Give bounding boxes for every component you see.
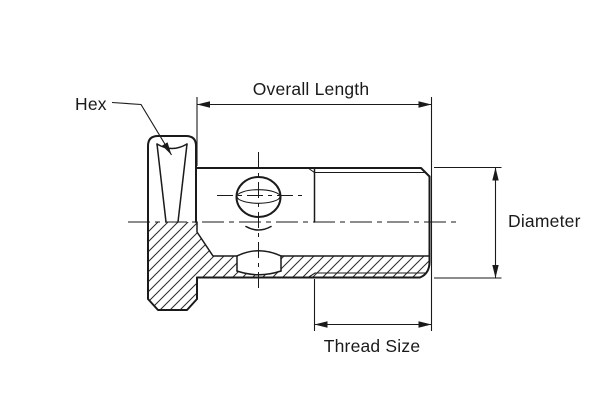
overall-length-label: Overall Length — [253, 79, 370, 99]
dim-overall-length: Overall Length — [196, 79, 433, 331]
hex-leader-line — [111, 101, 172, 156]
hex-callout: Hex — [75, 94, 172, 156]
hex-head-outline — [147, 135, 197, 223]
hex-head — [147, 135, 197, 223]
section-outline — [147, 221, 431, 311]
bore-cone — [196, 221, 238, 257]
head-section-outline — [147, 221, 198, 311]
hex-label: Hex — [75, 94, 107, 114]
thread-minor-line-bottom — [307, 272, 428, 279]
cross-hole-lower-arc — [245, 225, 272, 231]
bolt-shank — [195, 167, 431, 263]
dim-thread-size: Thread Size — [313, 279, 432, 356]
diameter-label: Diameter — [508, 211, 581, 231]
centerlines — [128, 152, 461, 292]
dim-diameter: Diameter — [434, 166, 581, 279]
hex-facet-line-right — [177, 143, 188, 223]
section-hatch — [148, 222, 430, 310]
hex-facet-line-left — [156, 143, 167, 223]
hex-facet-arc — [156, 143, 188, 150]
shank-top-edge — [195, 167, 431, 178]
thread-minor-line-top — [307, 167, 427, 174]
thread-size-label: Thread Size — [324, 336, 421, 356]
hatched-section-region — [148, 222, 430, 310]
